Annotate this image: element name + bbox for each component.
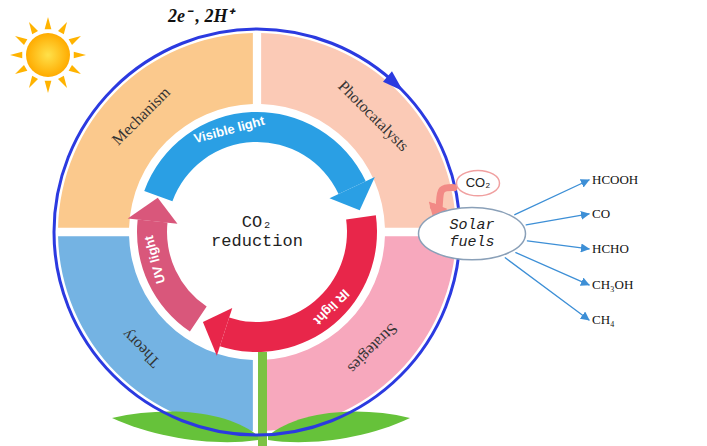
light-arrow-band [128,198,207,332]
product-arrow [505,258,589,320]
input-ellipse: CO₂ [455,169,501,197]
node-text: Strategies [344,319,402,377]
sun-ray [45,81,52,93]
sun-ray [74,52,86,59]
center-circle: CO₂ reduction [202,213,312,252]
sun-ray [15,36,27,45]
product-label: CH₄ [592,313,615,328]
topic-segment: Theory [118,325,164,371]
node-text: CH₃OH [592,278,633,293]
light-band-label: Visible light [193,114,267,147]
sun-ray [29,76,38,88]
product-label: HCOOH [592,173,638,188]
node-text: CH₄ [592,313,615,328]
node-text: Theory [118,325,164,371]
light-band-label: IR light [310,285,352,327]
product-arrow [515,180,589,215]
leaf [112,412,258,443]
sun-icon [10,17,86,93]
ellipse-shape [457,170,500,195]
node-text: UV light [142,233,169,284]
band-arrowhead [128,198,178,224]
sun-ray [69,65,81,74]
topic-segment: Mechanism [108,83,174,149]
band-arrowhead [330,177,375,210]
ellipse-shape [419,208,526,260]
node-text: Visible light [193,114,267,147]
sun-ray [10,52,22,59]
node-text: HCHO [592,242,629,257]
band-arrowhead [203,308,232,356]
ring-arrowhead [383,71,403,91]
sun-ray [15,65,27,74]
process-arrow [434,188,455,210]
node-text: Photocatalysts [334,77,412,155]
sun-ray [58,22,67,34]
topic-segment: Photocatalysts [334,77,412,155]
node-text: CO [592,207,610,222]
sun-ray [58,76,67,88]
light-band-label: UV light [142,233,169,284]
reaction-label: 2e⁻ , 2H⁺ [168,3,234,27]
node-text: Solar fuels [437,217,507,252]
product-label: CH₃OH [592,278,633,293]
topic-segment: Strategies [344,319,402,377]
product-label: HCHO [592,242,629,257]
product-hub-ellipse: Solar fuels [417,206,527,261]
arrow-band [144,112,366,201]
sun-ray [45,17,52,29]
plant-stem [258,352,267,446]
node-text: CO₂ [466,176,491,191]
sun-ray [69,36,81,45]
product-arrow [527,241,589,249]
node-text: Mechanism [108,83,174,149]
sun-disc [26,33,70,77]
arrow-band [137,219,207,331]
sun-ray [29,22,38,34]
product-arrow [526,214,589,225]
product-label: CO [592,207,610,222]
node-text: CO₂ reduction [202,213,312,252]
product-arrow [516,253,589,285]
light-arrow-band [144,112,375,210]
outer-ring [54,29,460,435]
node-text: IR light [310,285,352,327]
node-text: HCOOH [592,173,638,188]
